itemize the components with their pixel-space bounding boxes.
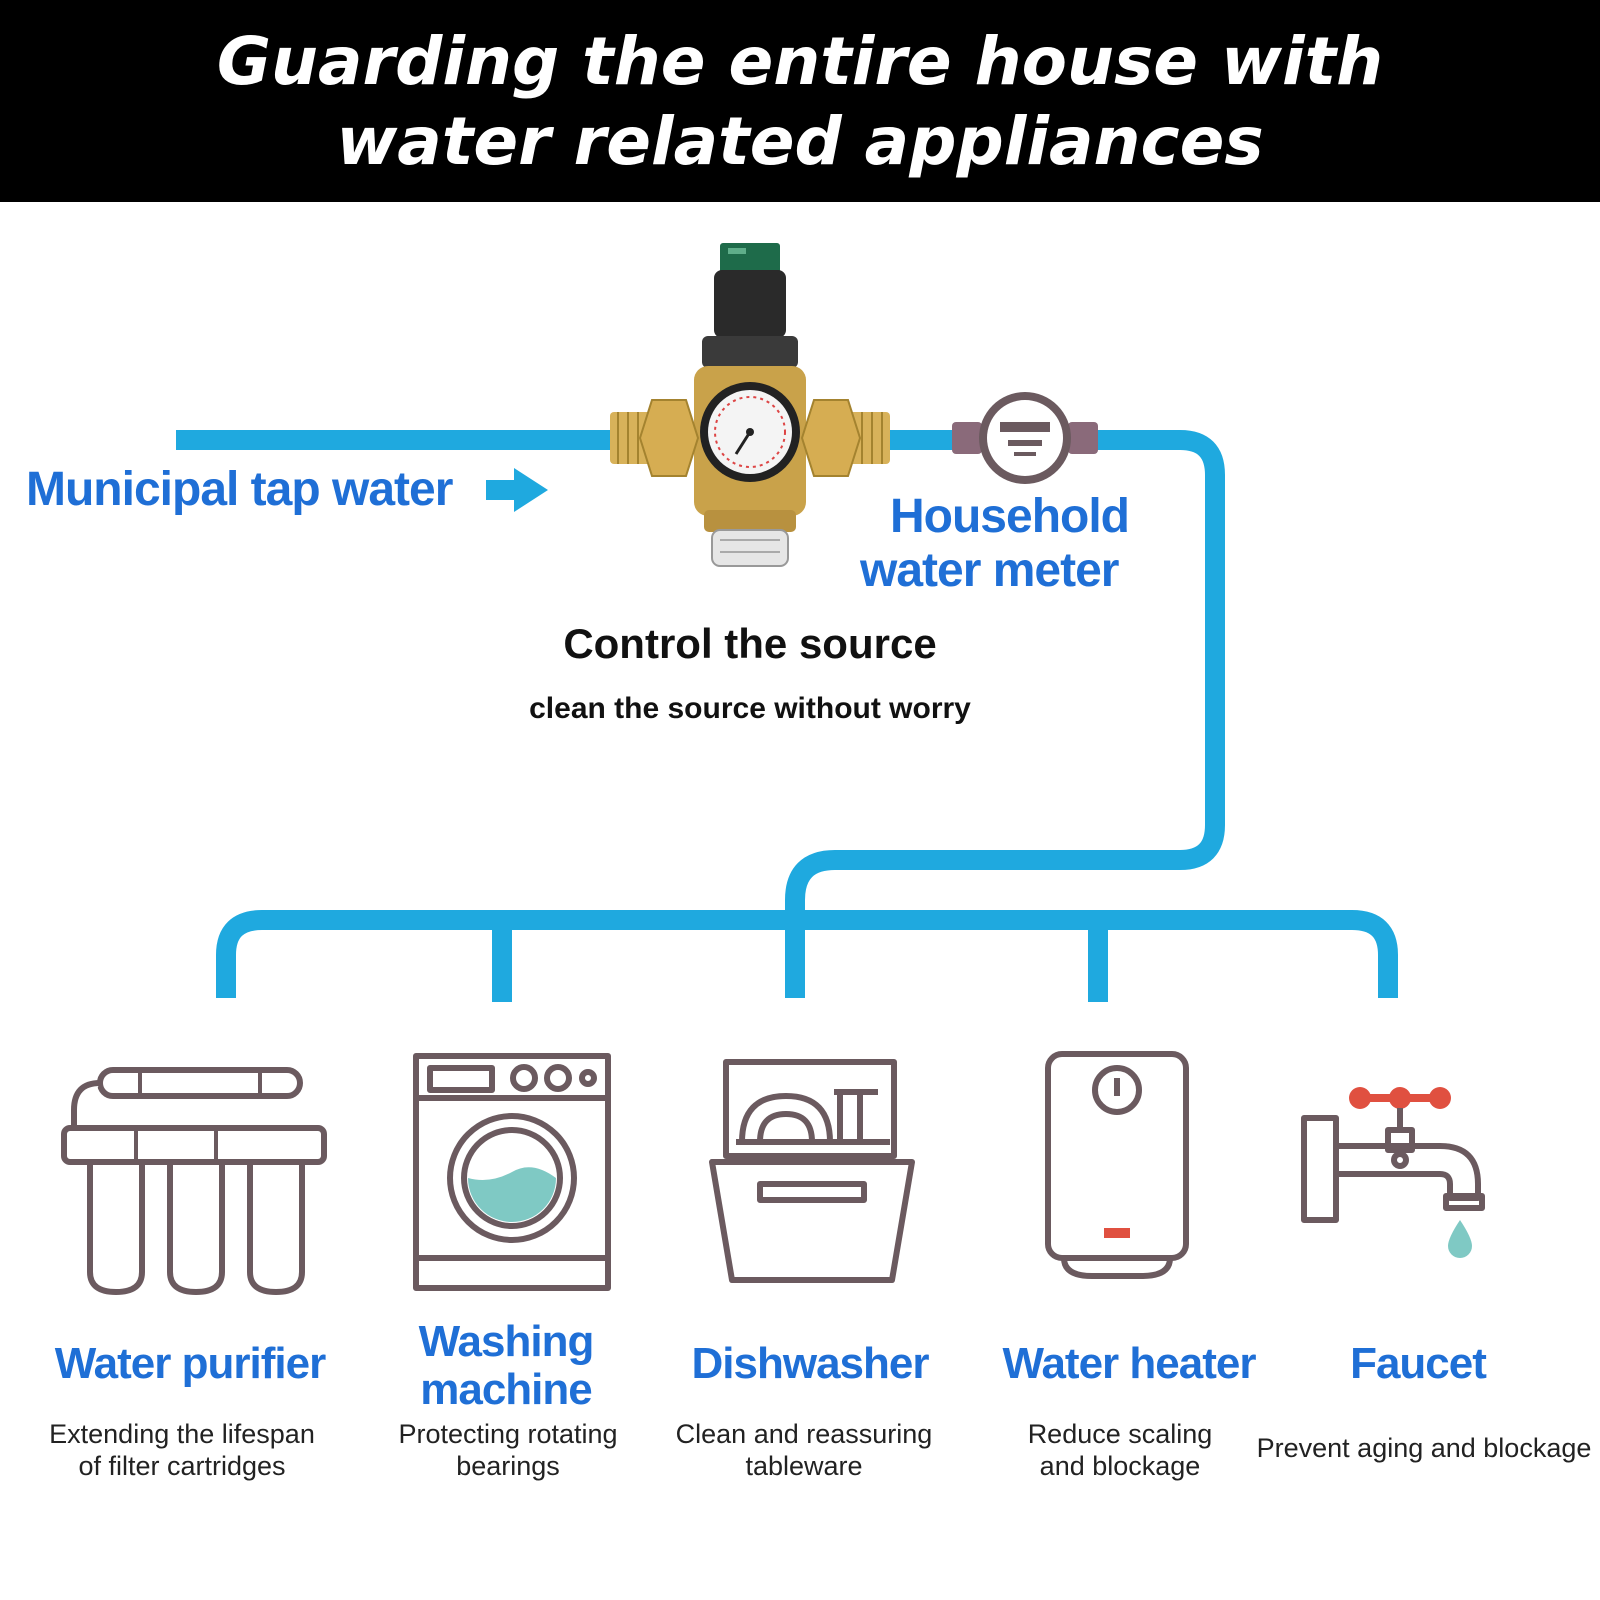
meter-label-line1: Household (890, 490, 1130, 543)
appliance-title-water-purifier: Water purifier (54, 1339, 326, 1388)
appliance-desc-dishwasher-line1: Clean and reassuring (675, 1419, 933, 1449)
appliance-desc-water-purifier-line1: Extending the lifespan (49, 1419, 315, 1449)
meter-label-line2: water meter (860, 544, 1119, 597)
appliance-desc-water-purifier-line2: of filter cartridges (78, 1451, 286, 1481)
appliance-desc-dishwasher: Clean and reassuring tableware (644, 1418, 964, 1482)
appliance-desc-water-heater: Reduce scaling and blockage (960, 1418, 1280, 1482)
appliance-title-faucet: Faucet (1350, 1339, 1487, 1388)
header-title-line1: Guarding the entire house with (216, 23, 1384, 100)
control-subtitle: clean the source without worry (529, 692, 971, 725)
appliance-desc-washing-machine-line2: bearings (456, 1451, 560, 1481)
appliance-desc-washing-machine-line1: Protecting rotating (398, 1419, 618, 1449)
water-meter-icon (952, 392, 1098, 484)
outlet-pipe (785, 430, 1225, 998)
distribution-pipe (216, 910, 1398, 998)
washing-machine-icon (413, 1053, 611, 1291)
meter-label: Household water meter (860, 490, 1200, 598)
flow-arrow-icon (486, 468, 548, 512)
appliance-title-washing-machine: Washing machine (356, 1318, 656, 1414)
header-title-line2: water related appliances (336, 103, 1264, 180)
appliance-desc-dishwasher-line2: tableware (745, 1451, 863, 1481)
water-purifier-icon (61, 1067, 327, 1295)
appliance-desc-faucet: Prevent aging and blockage (1256, 1433, 1592, 1463)
appliance-desc-water-heater-line1: Reduce scaling (1027, 1419, 1213, 1449)
dishwasher-icon (709, 1059, 915, 1283)
control-title: Control the source (563, 620, 937, 667)
water-heater-icon (1045, 1051, 1189, 1279)
appliance-title-washing-machine-line1: Washing (418, 1317, 595, 1366)
appliance-desc-water-purifier: Extending the lifespan of filter cartrid… (22, 1418, 342, 1482)
header-banner: Guarding the entire house with water rel… (0, 0, 1600, 202)
appliance-desc-water-heater-line2: and blockage (1039, 1451, 1201, 1481)
appliance-title-dishwasher: Dishwasher (691, 1339, 930, 1388)
appliance-title-water-heater: Water heater (1002, 1339, 1257, 1388)
faucet-icon (1301, 1087, 1485, 1258)
inlet-label: Municipal tap water (26, 463, 453, 516)
appliance-desc-washing-machine: Protecting rotating bearings (348, 1418, 668, 1482)
appliance-title-washing-machine-line2: machine (420, 1365, 593, 1414)
pressure-regulator-icon (610, 243, 890, 567)
